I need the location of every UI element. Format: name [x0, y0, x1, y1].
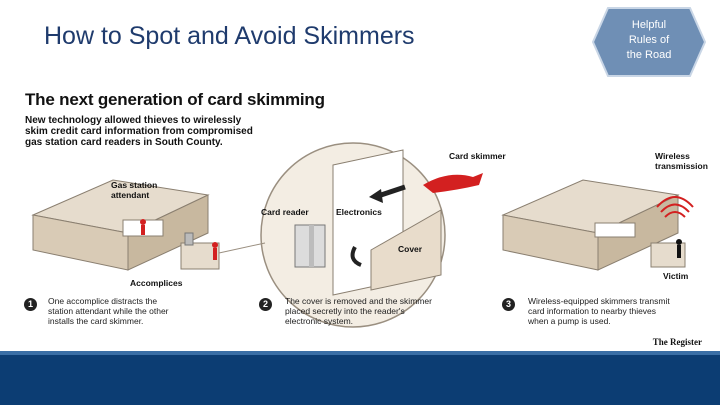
label-wireless-transmission: Wireless transmission: [655, 151, 708, 171]
slide-title: How to Spot and Avoid Skimmers: [44, 22, 415, 50]
label-line: Wireless: [655, 151, 690, 161]
helpful-rules-badge: Helpful Rules of the Road: [592, 6, 706, 78]
step-number-1: 1: [24, 298, 37, 311]
skimming-infographic: The next generation of card skimming New…: [3, 85, 712, 352]
badge-line: Helpful: [631, 19, 667, 31]
step-line: card information to nearby thieves: [528, 306, 657, 316]
step-line: when a pump is used.: [528, 316, 611, 326]
label-line: Gas station: [111, 180, 158, 190]
subtitle-line: skim credit card information from compro…: [25, 126, 253, 137]
step-line: The cover is removed and the skimmer: [285, 296, 432, 306]
infographic-illustration: [31, 142, 694, 328]
step-number-3: 3: [502, 298, 515, 311]
step-line: installs the card skimmer.: [48, 316, 144, 326]
step-line: Wireless-equipped skimmers transmit: [528, 296, 670, 306]
infographic-subtitle: New technology allowed thieves to wirele…: [25, 115, 325, 148]
label-victim: Victim: [663, 271, 689, 281]
label-line: transmission: [655, 161, 708, 171]
badge-line: Rules of: [628, 34, 670, 46]
label-gas-station-attendant: Gas station attendant: [111, 180, 157, 200]
label-card-reader: Card reader: [261, 207, 309, 217]
badge-text: Helpful Rules of the Road: [592, 18, 706, 63]
step-number-2: 2: [259, 298, 272, 311]
subtitle-line: gas station card readers in South County…: [25, 137, 223, 148]
step-3-text: Wireless-equipped skimmers transmit card…: [528, 296, 708, 326]
step-line: electronic system.: [285, 316, 354, 326]
footer-stripe: [0, 351, 720, 355]
footer-bar: [0, 355, 720, 405]
badge-line: the Road: [626, 49, 672, 61]
step-line: One accomplice distracts the: [48, 296, 158, 306]
label-cover: Cover: [398, 244, 423, 254]
step-2-text: The cover is removed and the skimmer pla…: [285, 296, 465, 326]
label-line: attendant: [111, 190, 150, 200]
infographic-title: The next generation of card skimming: [25, 90, 325, 109]
source-credit: The Register: [652, 337, 702, 347]
step-line: station attendant while the other: [48, 306, 169, 316]
subtitle-line: New technology allowed thieves to wirele…: [25, 115, 242, 126]
label-electronics: Electronics: [336, 207, 382, 217]
label-accomplices: Accomplices: [130, 278, 183, 288]
step-1-text: One accomplice distracts the station att…: [48, 296, 228, 326]
badge-hexagon-shape: [592, 7, 706, 77]
step-line: placed secretly into the reader's: [285, 306, 405, 316]
label-card-skimmer: Card skimmer: [449, 151, 506, 161]
